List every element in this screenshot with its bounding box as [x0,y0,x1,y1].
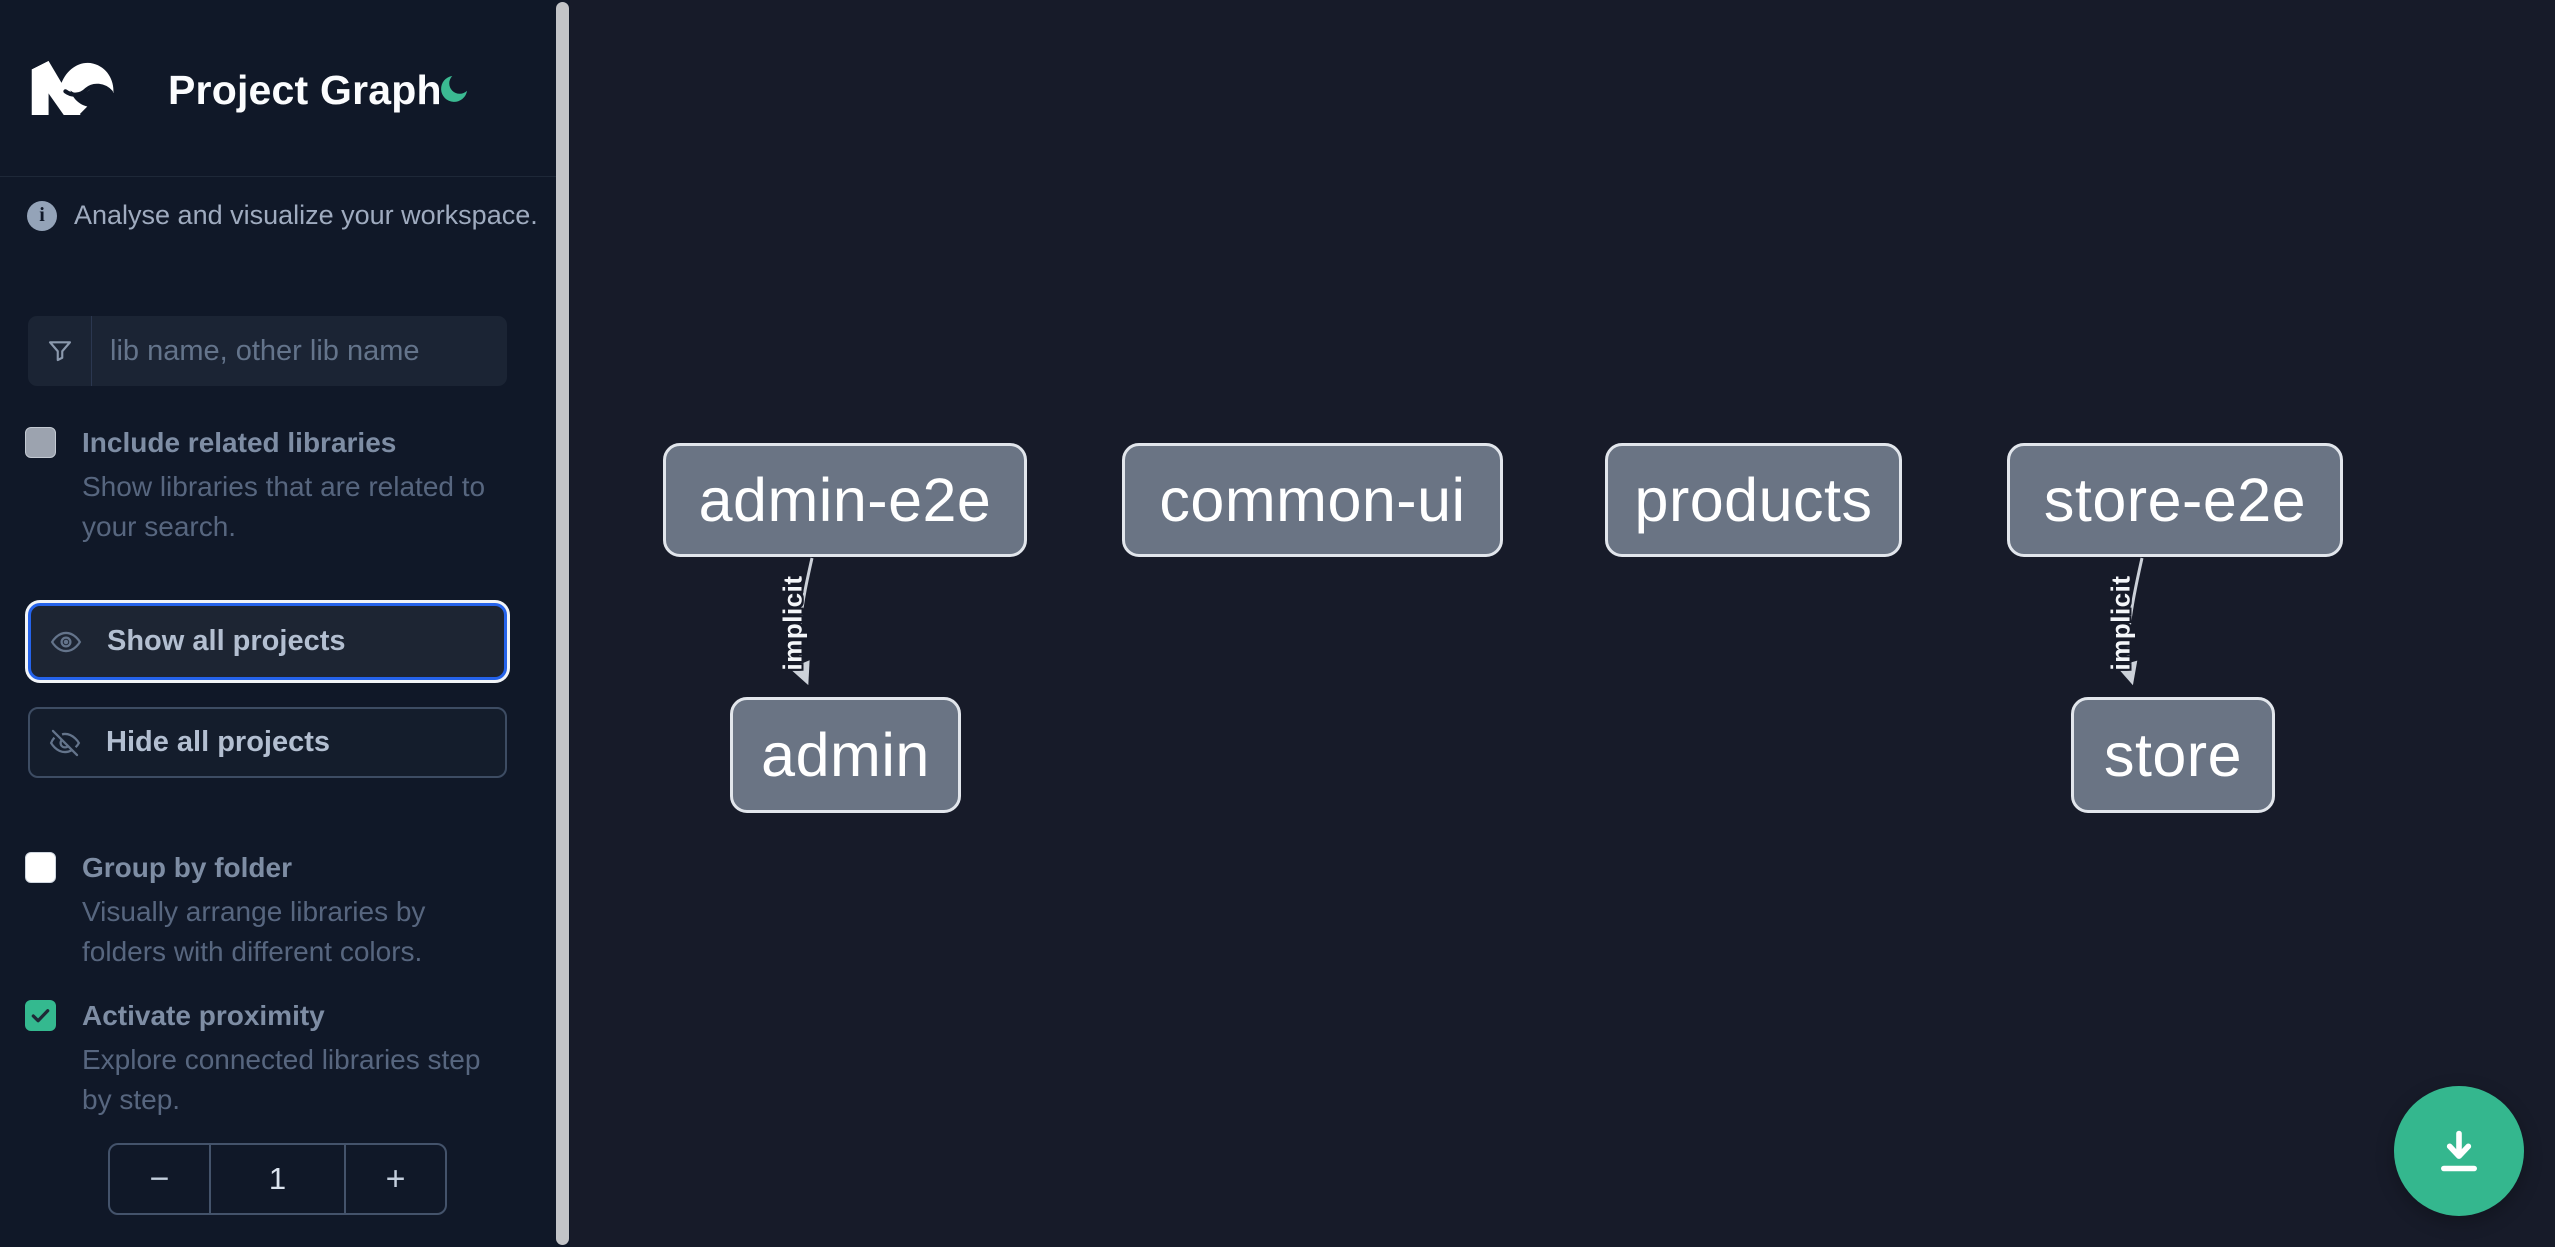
node-label: store-e2e [2043,466,2307,534]
proximity-depth-value: 1 [209,1145,346,1213]
include-related-label: Include related libraries [82,427,397,458]
sidebar-scrollbar[interactable] [556,2,569,1245]
proximity-depth-stepper: − 1 + [108,1143,447,1215]
decrement-button[interactable]: − [110,1145,209,1213]
include-related-description: Show libraries that are related to your … [82,471,486,542]
sidebar-header: Project Graph [0,0,556,177]
page-title: Project Graph [168,67,442,113]
eye-icon [50,631,82,652]
include-related-option: Include related libraries Show libraries… [25,424,515,547]
node-label: store [2103,721,2243,789]
info-icon: i [27,200,57,231]
graph-node-store-e2e[interactable]: store-e2e [2007,443,2343,557]
graph-node-products[interactable]: products [1605,443,1902,557]
hide-all-projects-button[interactable]: Hide all projects [28,707,507,778]
nx-logo [31,61,114,115]
graph-node-common-ui[interactable]: common-ui [1122,443,1503,557]
graph-node-admin[interactable]: admin [730,697,961,813]
group-by-folder-description: Visually arrange libraries by folders wi… [82,896,426,967]
edge-label-implicit: implicit [2105,575,2136,671]
graph-canvas[interactable]: admin-e2e common-ui products store-e2e a… [570,0,2555,1247]
edge-label-implicit: implicit [777,575,808,671]
funnel-icon [28,316,91,386]
increment-button[interactable]: + [346,1145,445,1213]
group-by-folder-option: Group by folder Visually arrange librari… [25,849,515,972]
graph-node-admin-e2e[interactable]: admin-e2e [663,443,1027,557]
show-all-projects-button[interactable]: Show all projects [28,603,507,680]
check-icon [31,1009,50,1023]
activate-proximity-label: Activate proximity [82,1000,325,1031]
hide-all-projects-label: Hide all projects [106,726,331,758]
filter-input[interactable] [92,316,507,386]
node-label: products [1634,466,1873,534]
edge-store-e2e-store [2116,557,2144,686]
graph-node-store[interactable]: store [2071,697,2275,813]
group-by-folder-checkbox[interactable] [25,852,56,883]
include-related-checkbox [25,427,56,458]
group-by-folder-label: Group by folder [82,852,292,883]
input-divider [91,316,92,386]
info-text: Analyse and visualize your workspace. [74,200,538,230]
activate-proximity-description: Explore connected libraries step by step… [82,1044,481,1115]
sidebar: Project Graph i Analyse and visualize yo… [0,0,570,1247]
download-icon [2441,1130,2477,1172]
workspace-info: i Analyse and visualize your workspace. [27,200,538,231]
activate-proximity-option: Activate proximity Explore connected lib… [25,997,515,1120]
moon-icon[interactable] [437,72,471,106]
edge-admin-e2e-admin [789,557,814,686]
graph-edges [789,557,2144,686]
node-label: admin-e2e [698,466,992,534]
activate-proximity-checkbox[interactable] [25,1000,56,1031]
download-graph-button[interactable] [2394,1086,2524,1216]
eye-slash-icon [49,729,81,756]
node-label: common-ui [1159,466,1466,534]
node-label: admin [761,721,930,789]
show-all-projects-label: Show all projects [107,625,346,657]
filter-input-group [28,316,507,386]
